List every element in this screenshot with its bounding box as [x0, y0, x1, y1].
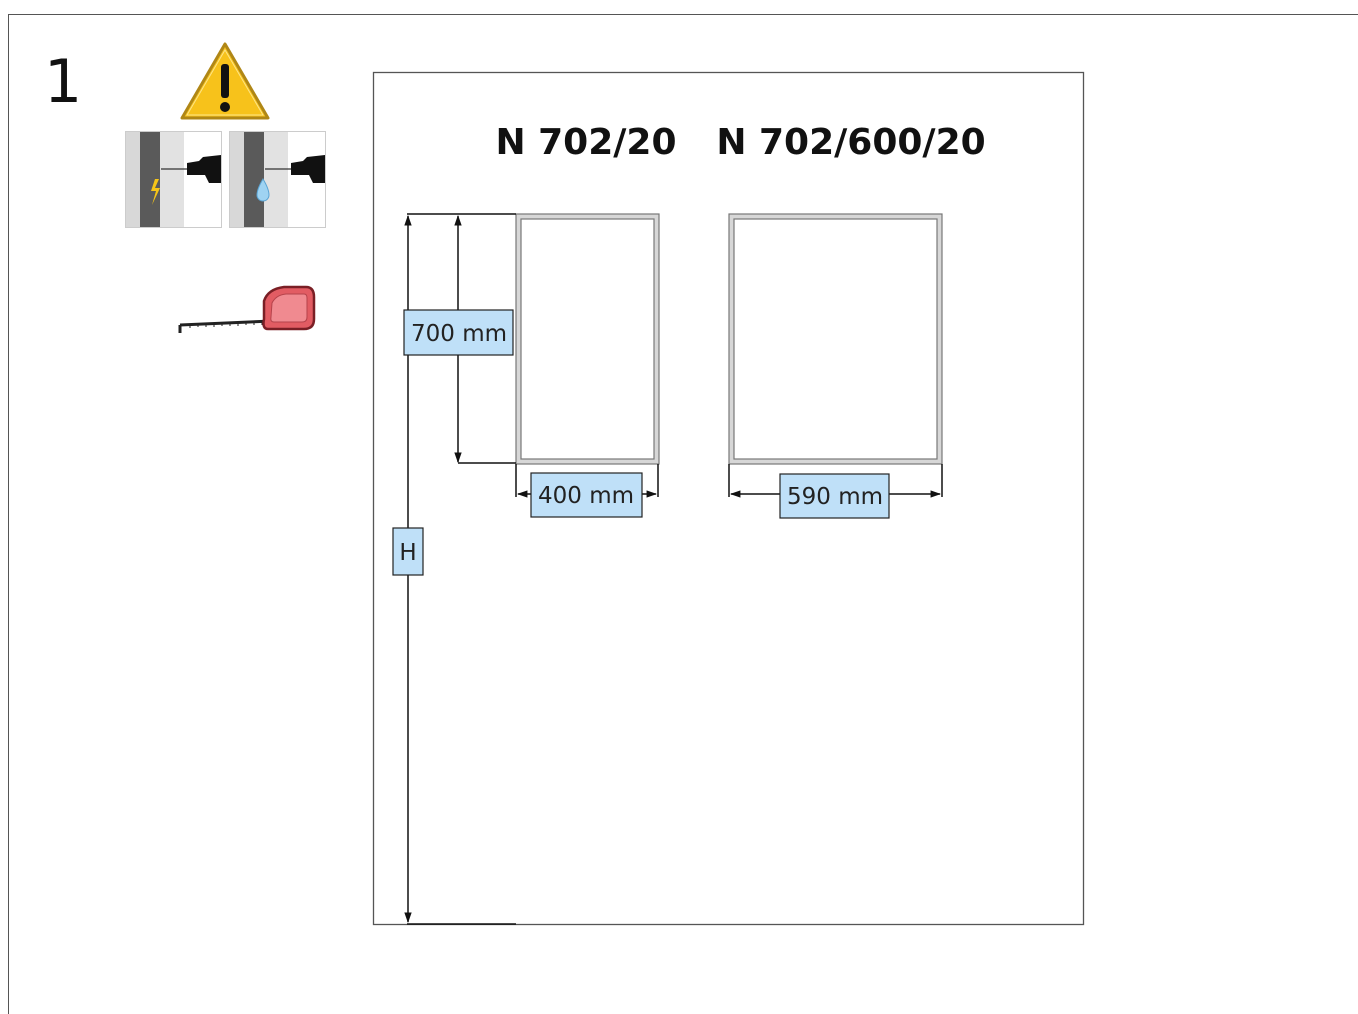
drill-water-pipe-icon: [229, 131, 326, 228]
wall-outline: [372, 71, 1085, 926]
cabinet-n702-20: [515, 213, 660, 465]
model-title-1: N 702/20: [495, 122, 676, 163]
label-width-box-1: [530, 472, 643, 518]
label-h: H: [399, 540, 416, 566]
label-h-box: [392, 527, 424, 576]
model-title-2: N 702/600/20: [716, 122, 985, 163]
tape-measure-icon: [178, 285, 316, 333]
installation-diagram: N 702/20 N 702/600/20 700 mm 400 mm 590 …: [372, 71, 1085, 926]
label-width-400: 400 mm: [538, 483, 634, 509]
label-width-box-2: [779, 473, 890, 519]
label-height-box: [403, 309, 514, 356]
drill-electric-cable-icon: [125, 131, 222, 228]
page-frame: [8, 14, 1358, 1014]
warning-triangle-icon: [180, 42, 270, 120]
label-width-590: 590 mm: [787, 484, 883, 510]
label-height-700: 700 mm: [411, 321, 507, 347]
cabinet-n702-600-20: [728, 213, 943, 465]
step-number: 1: [44, 47, 83, 117]
